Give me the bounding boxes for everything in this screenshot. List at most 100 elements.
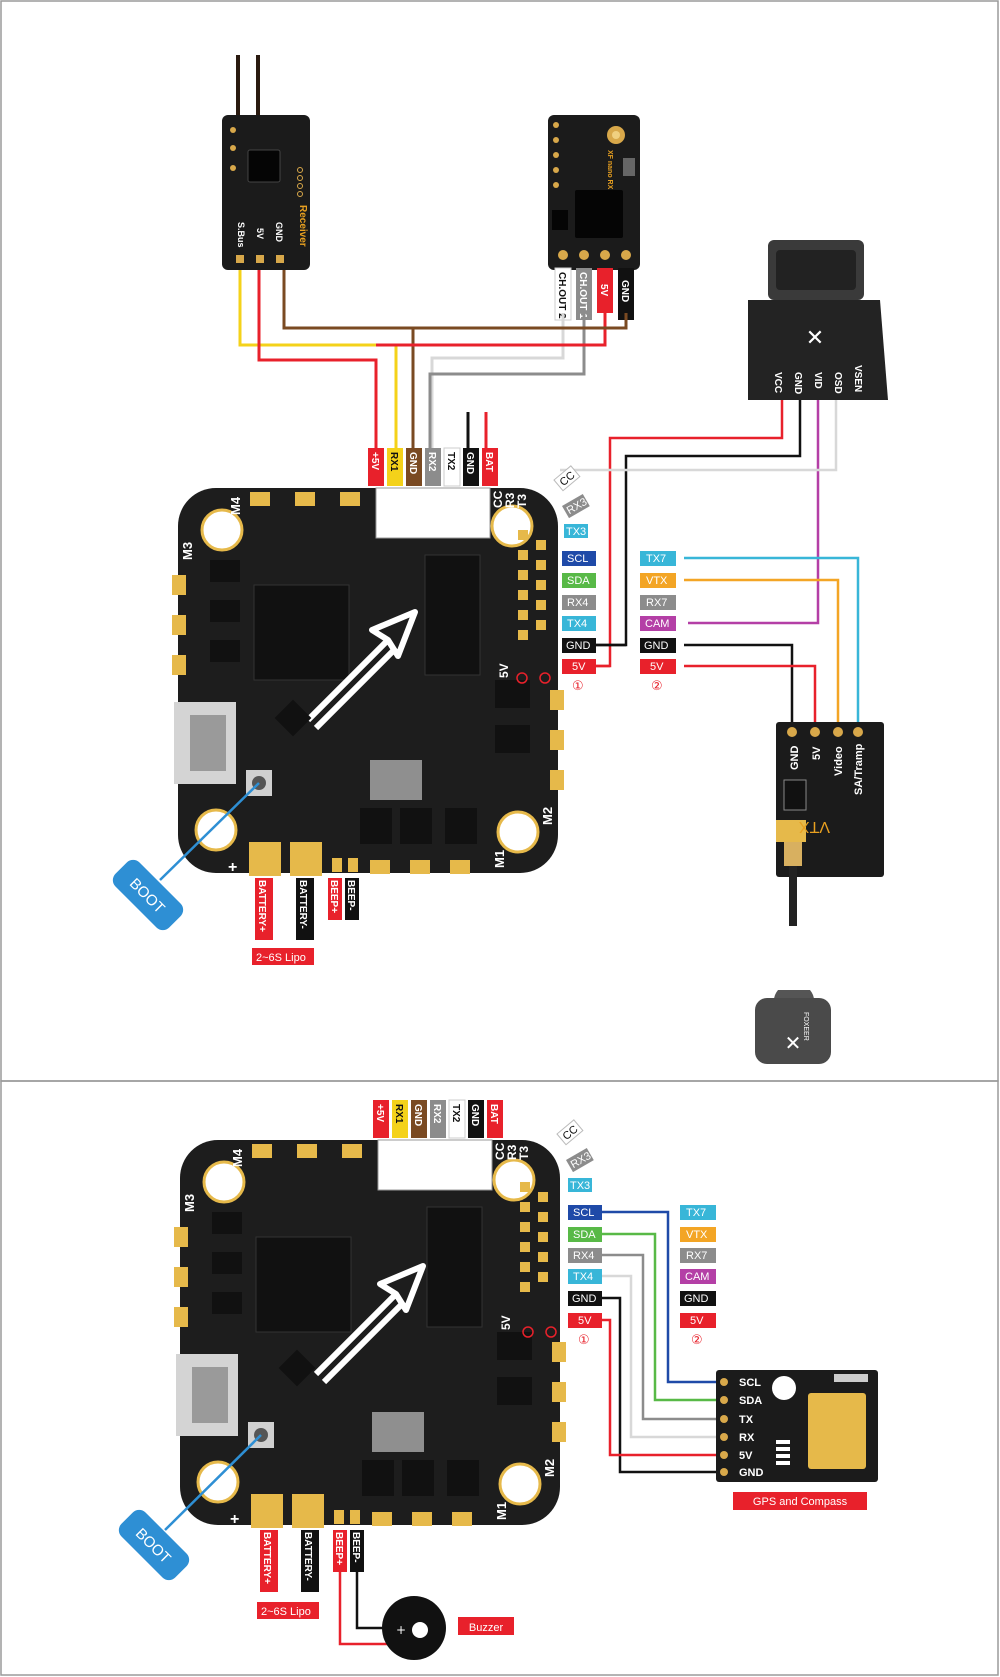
receiver-wires [238,270,628,452]
fc-side-pad-label: GND [566,640,591,652]
vtx-pin-label: GND [789,746,801,771]
fc-side-pad-label: RX4 [573,1250,594,1262]
receiver2-pin-label: 5V [598,284,609,297]
fc-side-pad-label: TX4 [567,618,587,630]
right-pad-label: RX7 [646,597,667,609]
fc-connector-tags-bottom: +5V RX1 GND RX2 TX2 GND BAT [373,1099,503,1139]
camera-pin-label: OSD [832,372,843,394]
motor-label: M1 [492,850,507,868]
motor-label: M1 [494,1502,509,1520]
gps-pin-label: SCL [739,1377,761,1389]
group1-marker: ① [572,679,584,694]
buzzer: + Buzzer [382,1596,514,1660]
receiver2-pin-label: CH.OUT 1 [577,272,588,319]
receiver1-pin-label: S.Bus [236,222,246,248]
camera-pin-label: VID [812,372,823,389]
camera-pin-label: VSEN [852,365,863,392]
vtx-pin-label: SA/Tramp [853,743,865,795]
right-pad-label: VTX [686,1229,708,1241]
vtx: GND 5V Video SA/Tramp VTX [776,722,884,877]
board-silk-label: CC [493,1142,507,1160]
receiver1-pin-label: GND [274,222,284,243]
fc-connector-label: RX2 [431,1104,442,1124]
gps-module: SCL SDA TX RX 5V GND GPS and Compass [716,1370,878,1510]
right-pad-label: CAM [645,618,669,630]
camera-wires [560,400,838,668]
receiver2-pin-tags: CH.OUT 2 CH.OUT 1 5V GND [554,267,634,321]
fc-connector-label: GND [464,452,475,474]
gps-pin-label: SDA [739,1395,762,1407]
fc-side-pad-label: SDA [573,1229,596,1241]
right-pads-top: TX7 VTX RX7 CAM GND 5V ② [640,551,676,694]
motor-label: M4 [230,1148,245,1167]
right-pad-label: TX7 [646,553,666,565]
right-pad-label: GND [684,1293,709,1305]
receiver2-pin-label: CH.OUT 2 [556,272,567,319]
battery-label: BEEP+ [328,880,339,913]
antenna: FOXEER ✕ [755,842,831,1064]
fc-connector-label: +5V [369,452,380,470]
fc-diag-label: TX3 [570,1180,590,1192]
board-silk-label: R3 [505,1144,519,1160]
fc-connector-label: RX1 [393,1104,404,1124]
fc-side-pads-top: SCL SDA RX4 TX4 GND 5V ① [562,551,596,694]
lipo-label: 2~6S Lipo [261,1606,311,1618]
gps-pin-label: 5V [739,1450,753,1462]
svg-text:✕: ✕ [806,326,824,351]
fc-connector-label: GND [412,1104,423,1126]
svg-text:+: + [396,1623,406,1637]
plus-silk: + [230,1511,239,1528]
lipo-label: 2~6S Lipo [256,952,306,964]
motor-label: M3 [180,542,195,560]
fc-side-pad-label: 5V [572,661,586,673]
vtx-title: VTX [799,818,830,835]
right-pad-label: 5V [650,661,664,673]
battery-label: BEEP- [345,880,356,911]
battery-label: BEEP+ [333,1532,344,1565]
battery-label: BATTERY+ [261,1532,272,1584]
fc-side-pad-label: SDA [567,575,590,587]
fc-side-pad-label: 5V [578,1315,592,1327]
fc-diagonal-tags-top: CC RX3 TX3 [553,465,590,538]
fc-side-pad-label: GND [572,1293,597,1305]
motor-label: M2 [542,1459,557,1477]
fc-side-pad-label: SCL [567,553,588,565]
battery-label: BEEP- [350,1532,361,1563]
right-pad-label: VTX [646,575,668,587]
plus-silk: + [228,859,237,876]
fc-connector-label: BAT [483,452,494,472]
fc-connector-label: RX2 [426,452,437,472]
gps-pin-label: RX [739,1432,755,1444]
fc-connector-label: +5V [374,1104,385,1122]
fc-connector-tags-top: +5V RX1 GND RX2 TX2 GND BAT [368,447,498,487]
gps-pin-label: GND [739,1467,764,1479]
fc-side-pads-bottom: SCL SDA RX4 TX4 GND 5V ① [568,1205,602,1348]
battery-labels-bottom: BATTERY+ BATTERY- BEEP+ BEEP- 2~6S Lipo [257,1530,364,1619]
board-silk-label: CC [491,490,505,508]
right-pad-label: GND [644,640,669,652]
right-pad-label: TX7 [686,1207,706,1219]
gps-title: GPS and Compass [753,1496,848,1508]
camera-pin-label: VCC [772,372,783,393]
vtx-wires [684,556,860,728]
gps-pin-label: TX [739,1414,754,1426]
fc-connector-label: BAT [488,1104,499,1124]
board-silk-label: T3 [517,1146,531,1160]
fc-connector-label: GND [407,452,418,474]
motor-label: M2 [540,807,555,825]
battery-label: BATTERY- [302,1532,313,1581]
battery-label: BATTERY- [297,880,308,929]
fc-connector-label: GND [469,1104,480,1126]
gps-wires [602,1210,724,1474]
receiver2: XF nano RX [548,115,640,270]
vtx-pin-label: Video [833,746,845,776]
board-silk-label: T3 [515,494,529,508]
camera: ✕ VCC GND VID OSD VSEN [748,240,888,400]
receiver1-brand: Receiver [297,205,308,247]
group2-marker: ② [651,679,663,694]
top-pad-wires [596,643,626,668]
svg-text:✕: ✕ [785,1031,802,1055]
right-pad-label: CAM [685,1271,709,1283]
